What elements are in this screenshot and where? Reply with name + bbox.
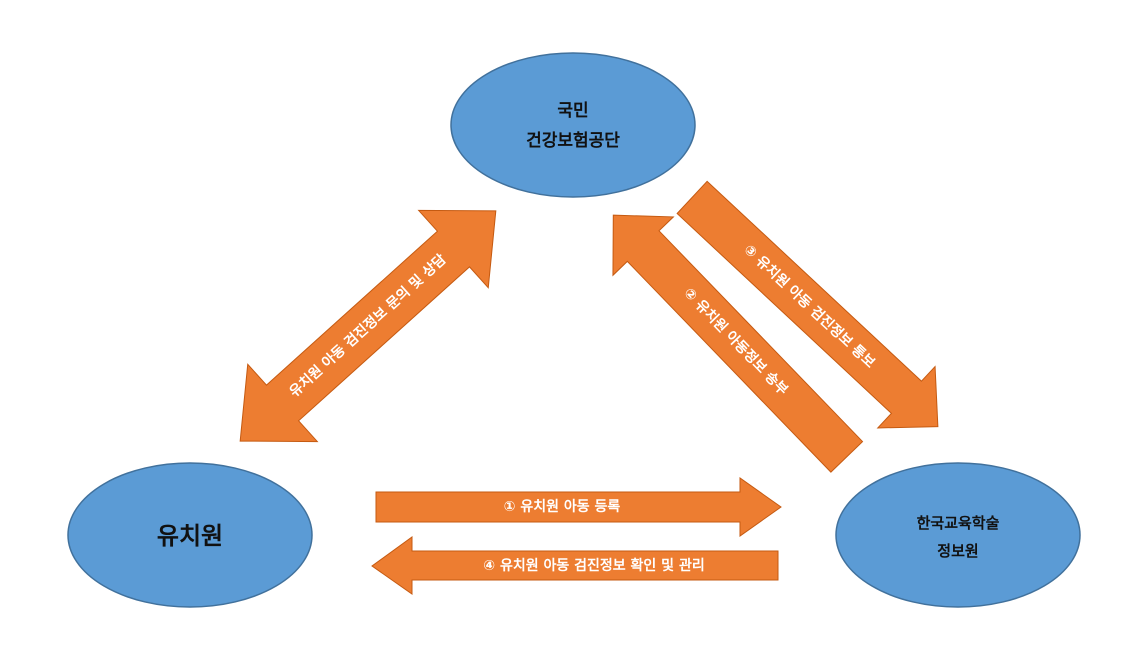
- node-nhis: 국민 건강보험공단: [450, 52, 696, 198]
- node-kindergarten-label: 유치원: [157, 522, 223, 550]
- arrow-step1-label: ① 유치원 아동 등록: [504, 498, 621, 515]
- node-keris-line1: 한국교육학술: [917, 514, 1000, 532]
- arrow-step4-label: ④ 유치원 아동 검진정보 확인 및 관리: [483, 557, 704, 574]
- arrow-inquiry: 유치원 아동 검진정보 문의 및 상담: [239, 209, 497, 443]
- arrow-step1: ① 유치원 아동 등록: [375, 477, 782, 537]
- arrow-step4: ④ 유치원 아동 검진정보 확인 및 관리: [371, 536, 779, 595]
- node-nhis-line1: 국민: [557, 101, 588, 121]
- arrow-inquiry-label: 유치원 아동 검진정보 문의 및 상담: [286, 251, 450, 401]
- node-nhis-line2: 건강보험공단: [526, 130, 620, 151]
- node-keris: 한국교육학술 정보원: [835, 462, 1081, 608]
- node-keris-line2: 정보원: [937, 542, 978, 560]
- node-kindergarten: 유치원: [67, 462, 313, 608]
